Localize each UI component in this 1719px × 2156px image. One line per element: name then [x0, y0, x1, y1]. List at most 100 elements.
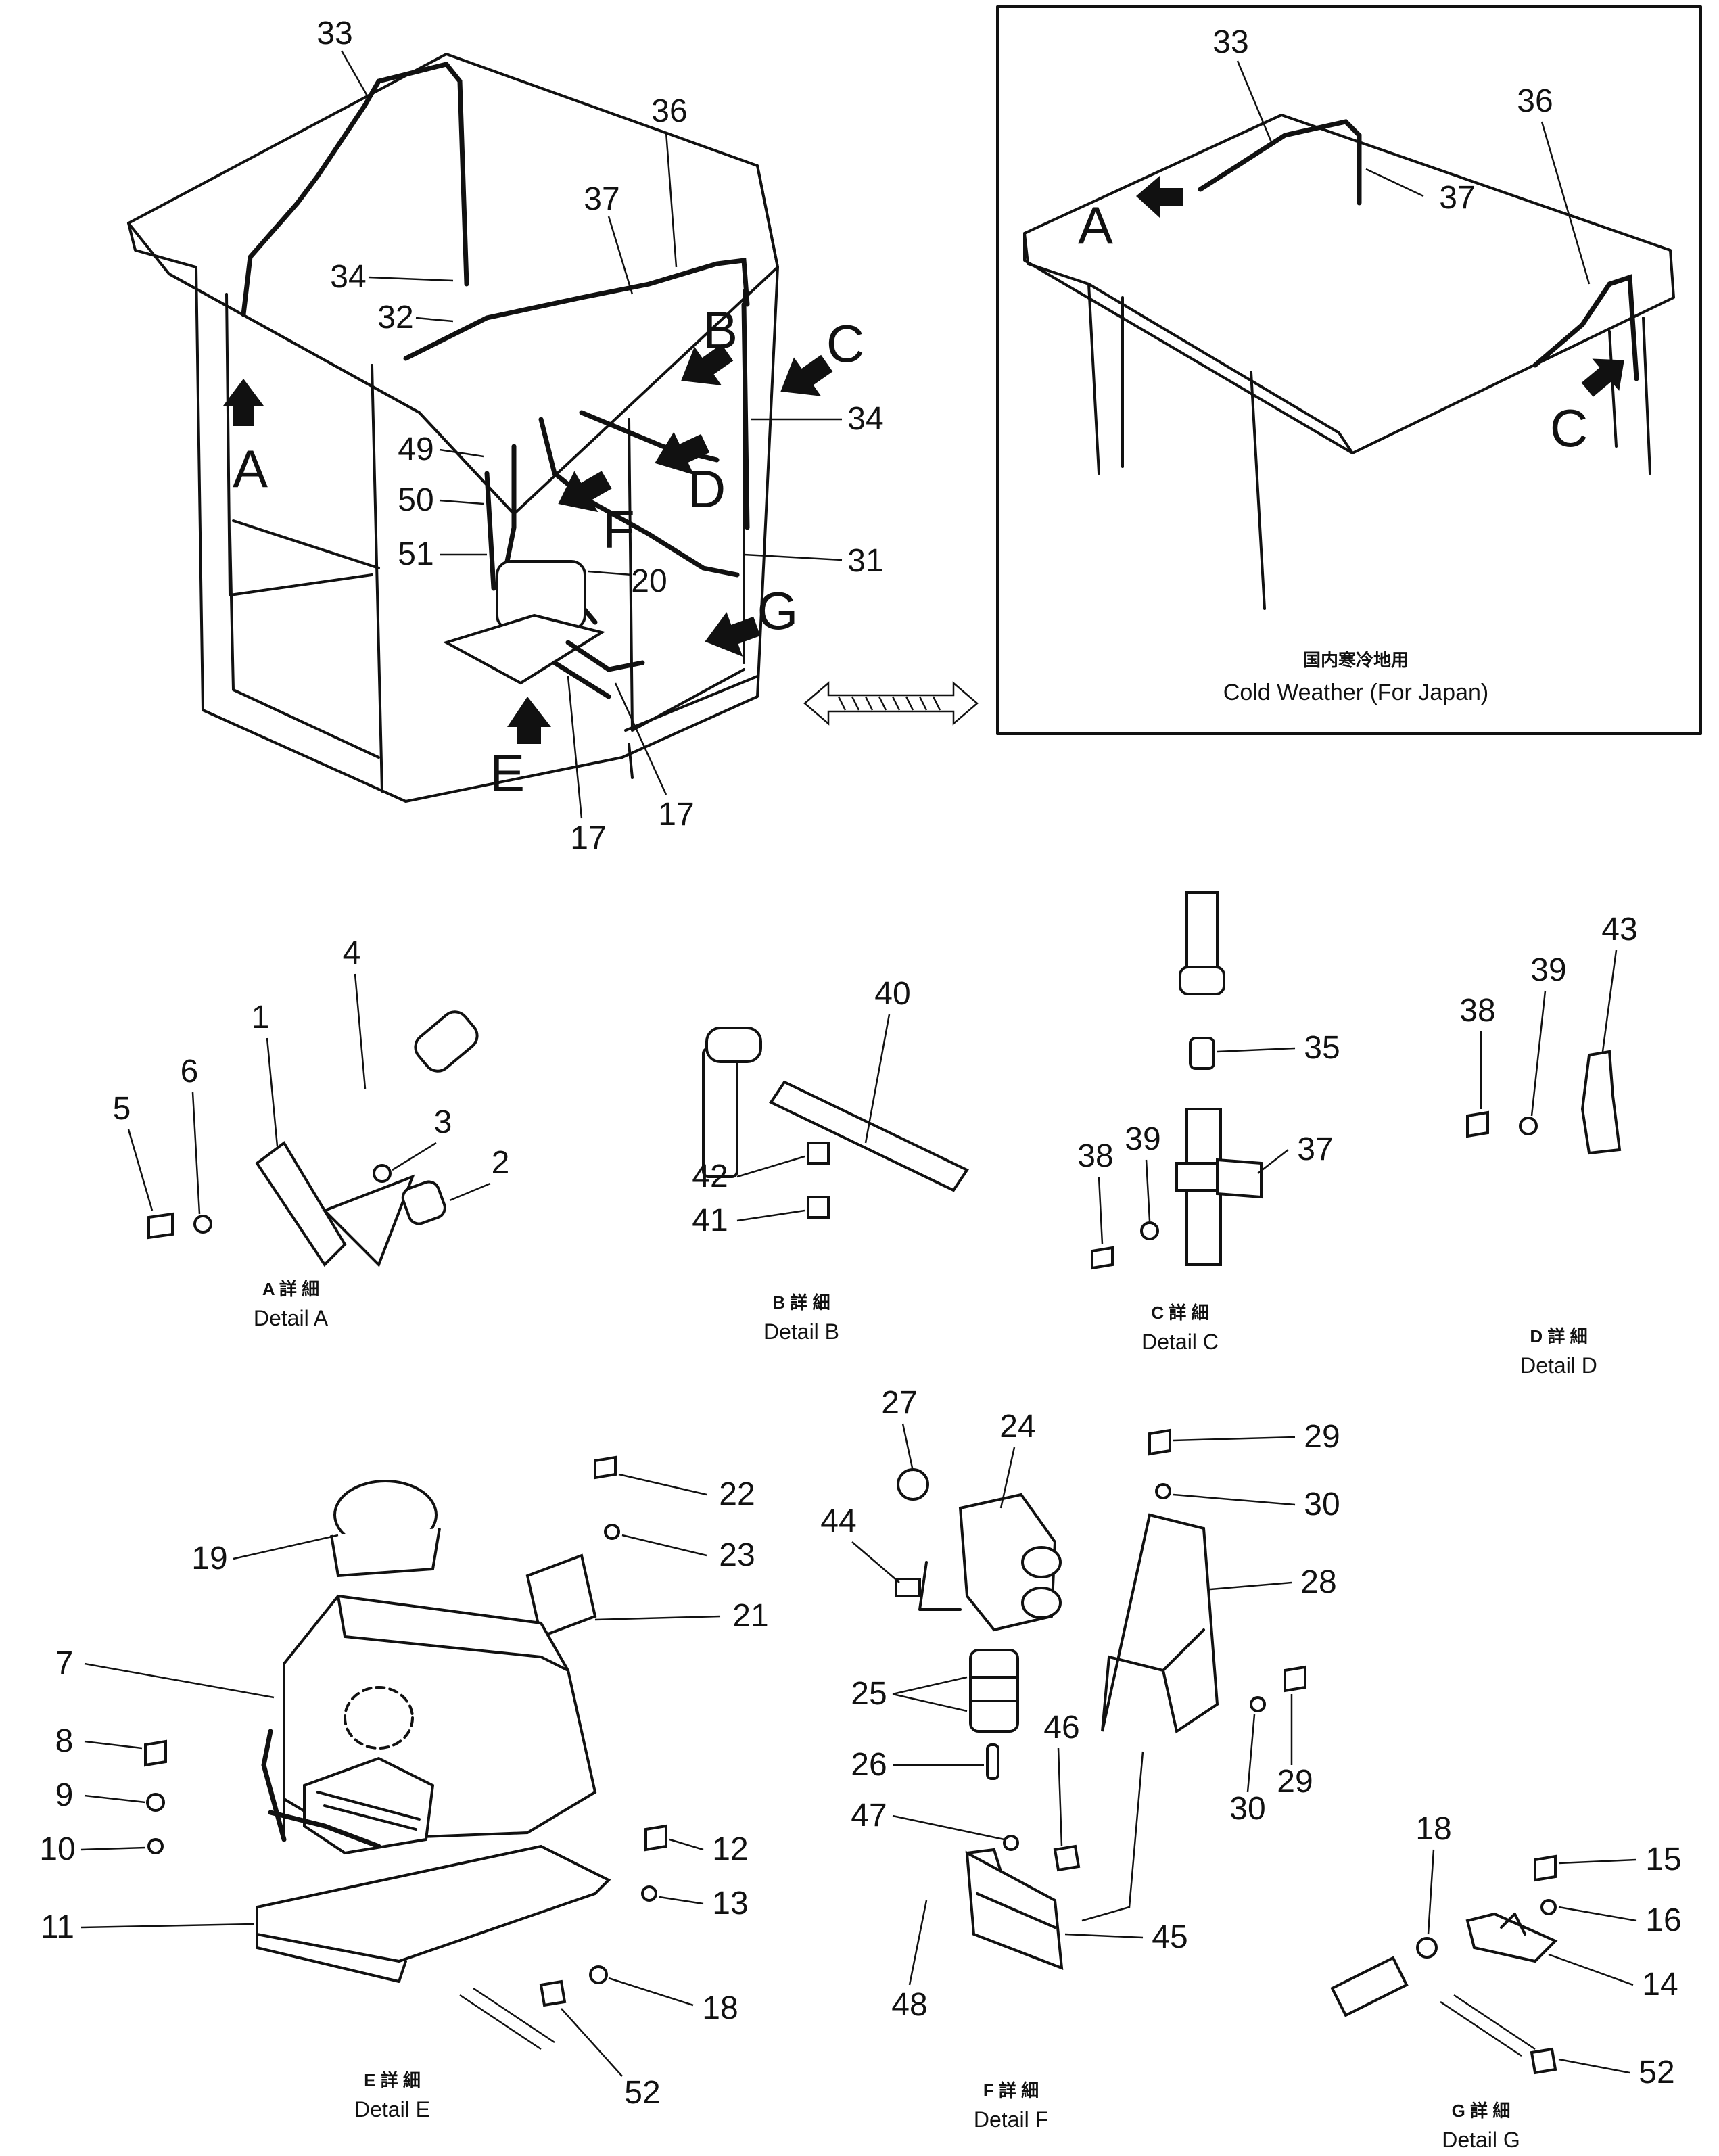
inset-part-36: 36: [1517, 83, 1553, 119]
detail-F-part-46: 46: [1043, 1710, 1079, 1745]
inset-cold-weather: A C 33 37 36 国内寒冷地用 Cold Weather (For Ja…: [996, 5, 1702, 735]
detail-F-part-48: 48: [891, 1987, 927, 2023]
detail-D: 43 39 38 D 詳 細 Detail D: [1459, 912, 1637, 1378]
detail-G-part-18: 18: [1415, 1811, 1451, 1847]
detail-G-caption-jp: G 詳 細: [1452, 2101, 1511, 2121]
inset-caption-jp: 国内寒冷地用: [1303, 650, 1409, 670]
main-part-33: 33: [316, 16, 352, 51]
detail-B-caption-jp: B 詳 細: [772, 1292, 830, 1313]
detail-E-part-23: 23: [719, 1537, 755, 1573]
detail-C-caption-jp: C 詳 細: [1151, 1303, 1208, 1323]
detail-F-part-26: 26: [851, 1747, 887, 1783]
detail-F-part-30-top: 30: [1304, 1486, 1340, 1522]
inset-arrow-C-label: C: [1550, 398, 1588, 458]
detail-B-part-41: 41: [692, 1202, 728, 1238]
detail-D-caption-jp: D 詳 細: [1530, 1326, 1587, 1346]
detail-B-part-40: 40: [874, 976, 910, 1012]
main-part-36: 36: [651, 93, 687, 129]
detail-F-part-29-bottom: 29: [1277, 1764, 1313, 1800]
inset-arrow-A-label: A: [1078, 195, 1113, 255]
detail-G-part-52: 52: [1639, 2055, 1674, 2090]
main-arrow-F-label: F: [603, 500, 635, 559]
detail-F-part-44: 44: [820, 1503, 856, 1539]
detail-D-part-39: 39: [1530, 952, 1566, 988]
detail-A-part-3: 3: [434, 1104, 452, 1140]
detail-E-part-9: 9: [55, 1777, 74, 1813]
detail-A-caption-en: Detail A: [254, 1306, 329, 1330]
main-part-51: 51: [398, 536, 433, 572]
detail-B-part-42: 42: [692, 1158, 728, 1194]
main-part-20: 20: [631, 563, 667, 599]
detail-D-part-38: 38: [1459, 993, 1495, 1029]
main-part-49: 49: [398, 431, 433, 467]
detail-A-caption-jp: A 詳 細: [262, 1279, 319, 1299]
inset-part-33: 33: [1212, 24, 1248, 60]
main-arrow-D-label: D: [688, 459, 726, 519]
detail-D-caption-en: Detail D: [1520, 1353, 1597, 1378]
detail-A-part-2: 2: [492, 1145, 510, 1181]
detail-F-part-29-top: 29: [1304, 1419, 1340, 1455]
detail-A-part-4: 4: [343, 935, 361, 971]
detail-E-part-19: 19: [191, 1541, 227, 1576]
detail-E-caption-jp: E 詳 細: [364, 2070, 421, 2090]
detail-C-part-38: 38: [1077, 1138, 1113, 1174]
inset-caption-en: Cold Weather (For Japan): [1223, 680, 1488, 705]
detail-E-part-8: 8: [55, 1723, 74, 1759]
detail-G-part-15: 15: [1645, 1842, 1681, 1877]
detail-G-part-14: 14: [1642, 1967, 1678, 2002]
detail-B-caption-en: Detail B: [763, 1319, 839, 1344]
detail-E-part-11: 11: [41, 1909, 74, 1945]
detail-F-part-25: 25: [851, 1676, 887, 1712]
main-part-31: 31: [847, 543, 883, 579]
main-part-50: 50: [398, 482, 433, 518]
detail-E-part-21: 21: [732, 1598, 768, 1634]
detail-B: 40 42 41 B 詳 細 Detail B: [692, 976, 969, 1344]
main-arrow-C-label: C: [826, 314, 864, 373]
inset-part-37: 37: [1439, 180, 1475, 216]
detail-G: 18 15 16 14 52 G 詳 細 Detail G: [1330, 1811, 1682, 2152]
detail-A-part-1: 1: [252, 1000, 270, 1035]
detail-F-caption-jp: F 詳 細: [983, 2080, 1039, 2101]
main-part-17-right: 17: [658, 797, 694, 833]
detail-E-part-22: 22: [719, 1476, 755, 1512]
detail-G-caption-en: Detail G: [1442, 2128, 1520, 2152]
detail-F-part-30-bottom: 30: [1229, 1791, 1265, 1827]
detail-E-part-10: 10: [39, 1831, 75, 1867]
main-arrow-A-label: A: [233, 439, 268, 498]
detail-E-part-7: 7: [55, 1645, 74, 1681]
detail-E-part-52: 52: [624, 2075, 660, 2111]
main-part-17-left: 17: [570, 820, 606, 856]
detail-F-part-28: 28: [1300, 1564, 1336, 1600]
main-part-37: 37: [584, 181, 619, 217]
detail-G-part-16: 16: [1645, 1902, 1681, 1938]
main-arrow-G-label: G: [757, 581, 799, 640]
main-cab-view: A B C D E F G 33 36 37 34 32 34 49 50 51…: [127, 16, 884, 856]
detail-A: 4 1 6 5 3 2 A 詳 細 Detail A: [113, 935, 510, 1330]
detail-E-part-12: 12: [712, 1831, 748, 1867]
detail-C-caption-en: Detail C: [1141, 1330, 1219, 1354]
detail-D-part-43: 43: [1601, 912, 1637, 947]
detail-C-part-37: 37: [1297, 1131, 1333, 1167]
main-part-34-right: 34: [847, 401, 883, 437]
detail-C-part-39: 39: [1125, 1121, 1160, 1157]
detail-E-part-18: 18: [702, 1990, 738, 2026]
detail-A-part-5: 5: [113, 1091, 131, 1127]
main-part-32: 32: [377, 300, 413, 335]
detail-E: 19 22 23 21 7 8 9 10 11 12 13 18 52 E 詳 …: [39, 1455, 769, 2122]
detail-F: 27 24 44 25 26 46 47 48 45 29 30 28 29 3…: [820, 1385, 1340, 2132]
detail-F-part-47: 47: [851, 1798, 887, 1833]
detail-E-part-13: 13: [712, 1885, 748, 1921]
detail-C-part-35: 35: [1304, 1030, 1340, 1066]
detail-A-part-6: 6: [181, 1054, 199, 1089]
detail-F-part-24: 24: [999, 1409, 1035, 1445]
main-arrow-B-label: B: [703, 300, 738, 360]
double-arrow: [803, 681, 979, 726]
detail-E-caption-en: Detail E: [354, 2097, 430, 2122]
main-arrow-E-label: E: [490, 743, 525, 803]
main-part-34-top: 34: [330, 259, 366, 295]
detail-C: 35 37 38 39 C 詳 細 Detail C: [1077, 891, 1340, 1354]
detail-F-part-27: 27: [881, 1385, 917, 1421]
detail-F-part-45: 45: [1152, 1919, 1187, 1955]
detail-F-caption-en: Detail F: [974, 2107, 1048, 2132]
